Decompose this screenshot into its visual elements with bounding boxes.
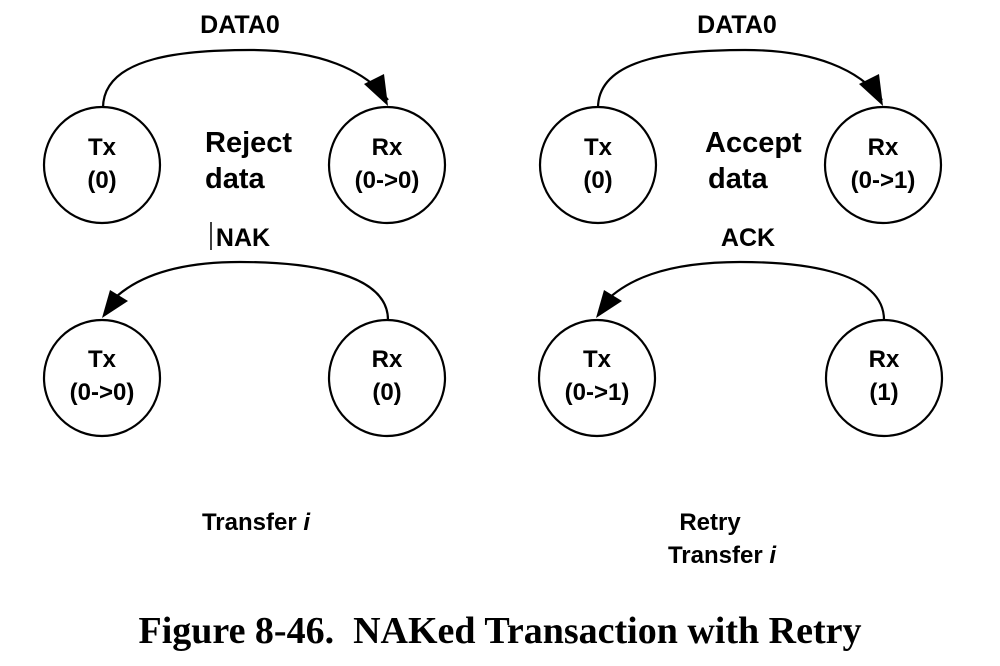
left-bottom-arc-label: NAK	[216, 224, 270, 252]
right-top-tx-node	[538, 105, 658, 225]
left-bottom-tx-state: (0->0)	[70, 379, 135, 406]
right-top-arc-label: DATA0	[697, 11, 777, 39]
left-top-tx-node	[42, 105, 162, 225]
right-caption-line-2: Transfer i	[668, 542, 777, 569]
right-caption-italic: i	[769, 542, 777, 569]
right-middle-label-1: Accept	[705, 127, 802, 159]
left-bottom-rx-node	[327, 318, 447, 438]
right-top-tx-state: (0)	[583, 167, 612, 194]
left-top-rx-node	[327, 105, 447, 225]
left-bottom-tx-name: Tx	[88, 346, 117, 373]
left-top-rx-name: Rx	[372, 134, 403, 161]
left-bottom-arc	[107, 260, 390, 321]
left-top-tx-state: (0)	[87, 167, 116, 194]
right-caption-line-1: Retry	[679, 509, 741, 536]
left-top-arc-label: DATA0	[200, 11, 280, 39]
figure-caption: Figure 8-46. NAKed Transaction with Retr…	[138, 610, 861, 652]
left-bottom-arrowhead	[102, 290, 128, 318]
right-bottom-arc-label: ACK	[721, 224, 775, 252]
right-top-rx-state: (0->1)	[851, 167, 916, 194]
left-top-rx-state: (0->0)	[355, 167, 420, 194]
left-top-arc	[101, 48, 389, 109]
right-top-arc	[596, 48, 883, 109]
right-middle-label-2: data	[708, 163, 769, 195]
left-middle-label-2: data	[205, 163, 266, 195]
right-bottom-tx-node	[537, 318, 657, 438]
left-top-tx-name: Tx	[88, 134, 117, 161]
left-bottom-rx-name: Rx	[372, 346, 403, 373]
left-top-arrowhead	[364, 74, 388, 106]
left-middle-label-1: Reject	[205, 127, 292, 159]
right-bottom-rx-node	[824, 318, 944, 438]
right-bottom-arc	[601, 260, 886, 321]
right-caption-text: Transfer	[668, 542, 769, 569]
left-caption: Transfer i	[202, 509, 311, 536]
left-bottom-tx-node	[42, 318, 162, 438]
right-bottom-rx-name: Rx	[869, 346, 900, 373]
left-caption-text: Transfer	[202, 509, 303, 536]
right-top-tx-name: Tx	[584, 134, 613, 161]
right-top-rx-node	[823, 105, 943, 225]
right-top-rx-name: Rx	[868, 134, 899, 161]
right-bottom-rx-state: (1)	[869, 379, 898, 406]
right-top-arrowhead	[859, 74, 883, 106]
right-bottom-tx-state: (0->1)	[565, 379, 630, 406]
left-caption-italic: i	[303, 509, 311, 536]
right-bottom-arrowhead	[596, 290, 622, 318]
right-bottom-tx-name: Tx	[583, 346, 612, 373]
left-bottom-rx-state: (0)	[372, 379, 401, 406]
